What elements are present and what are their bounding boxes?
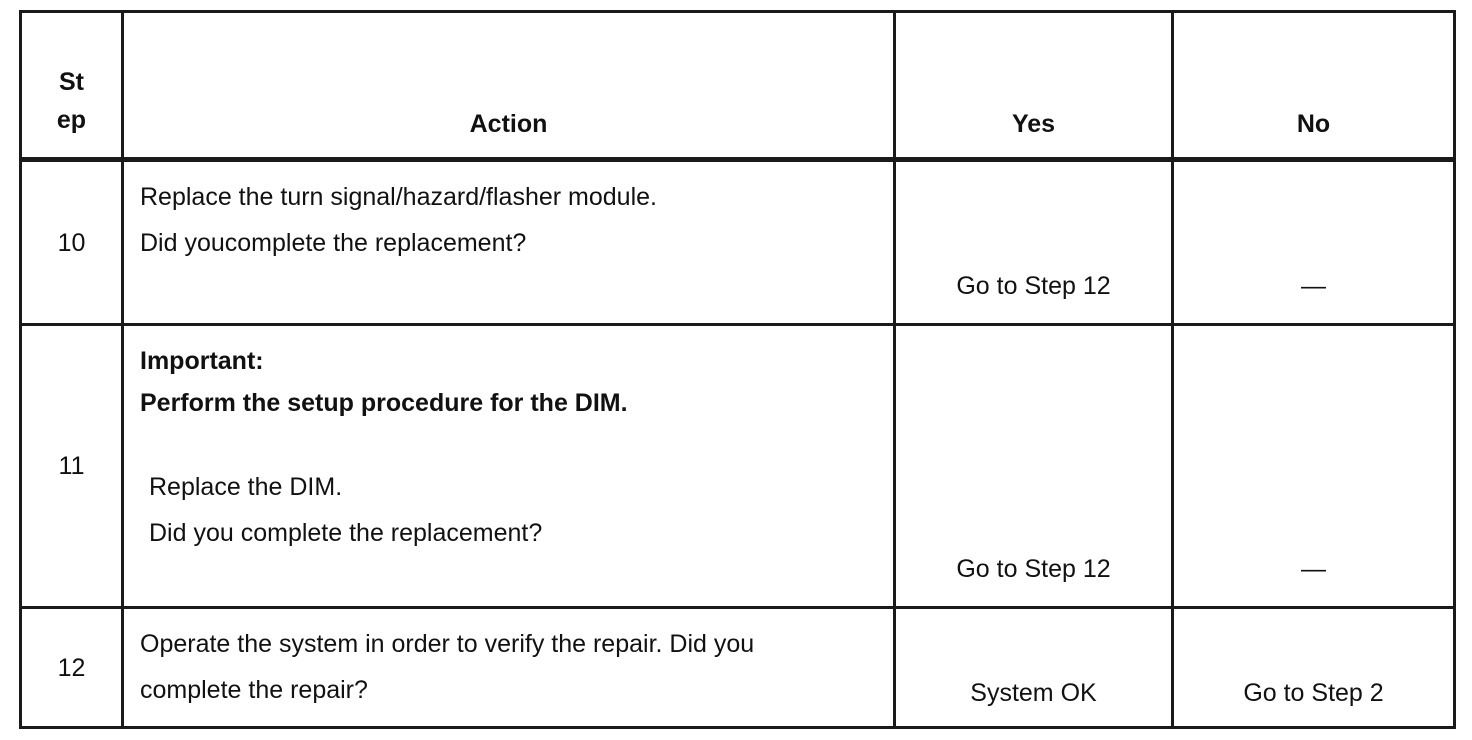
no-result: — [1171, 158, 1456, 326]
table-row: 10 Replace the turn signal/hazard/flashe… [19, 158, 1456, 326]
no-result: — [1171, 323, 1456, 609]
step-number: 10 [19, 158, 124, 326]
important-label: Important: [140, 347, 264, 375]
action-line: Replace the turn signal/hazard/flasher m… [140, 183, 657, 211]
header-step: St ep [19, 10, 124, 162]
important-text: Perform the setup procedure for the DIM. [140, 389, 628, 417]
table-row: 11 Important: Perform the setup procedur… [19, 323, 1456, 609]
action-cell: Operate the system in order to verify th… [121, 606, 896, 729]
diagnostic-table-container: St ep Action Yes No 10 Replace the turn … [19, 10, 1456, 729]
action-line: complete the repair? [140, 676, 368, 704]
table-row: 12 Operate the system in order to verify… [19, 606, 1456, 729]
table-header-row: St ep Action Yes No [19, 10, 1456, 162]
action-line: Did youcomplete the replacement? [140, 229, 527, 257]
action-line: Did you complete the replacement? [149, 519, 543, 547]
action-cell: Replace the turn signal/hazard/flasher m… [121, 158, 896, 326]
step-number: 11 [19, 323, 124, 609]
step-number: 12 [19, 606, 124, 729]
action-line: Replace the DIM. [149, 473, 343, 501]
diagnostic-table: St ep Action Yes No 10 Replace the turn … [19, 10, 1456, 729]
action-cell: Important: Perform the setup procedure f… [121, 323, 896, 609]
header-yes: Yes [893, 10, 1174, 162]
yes-result: Go to Step 12 [893, 323, 1174, 609]
header-step-line2: ep [56, 106, 87, 134]
action-line: Operate the system in order to verify th… [140, 630, 755, 658]
yes-result: System OK [893, 606, 1174, 729]
no-result: Go to Step 2 [1171, 606, 1456, 729]
header-action: Action [121, 10, 896, 162]
header-step-line1: St [59, 68, 84, 96]
yes-result: Go to Step 12 [893, 158, 1174, 326]
header-no: No [1171, 10, 1456, 162]
